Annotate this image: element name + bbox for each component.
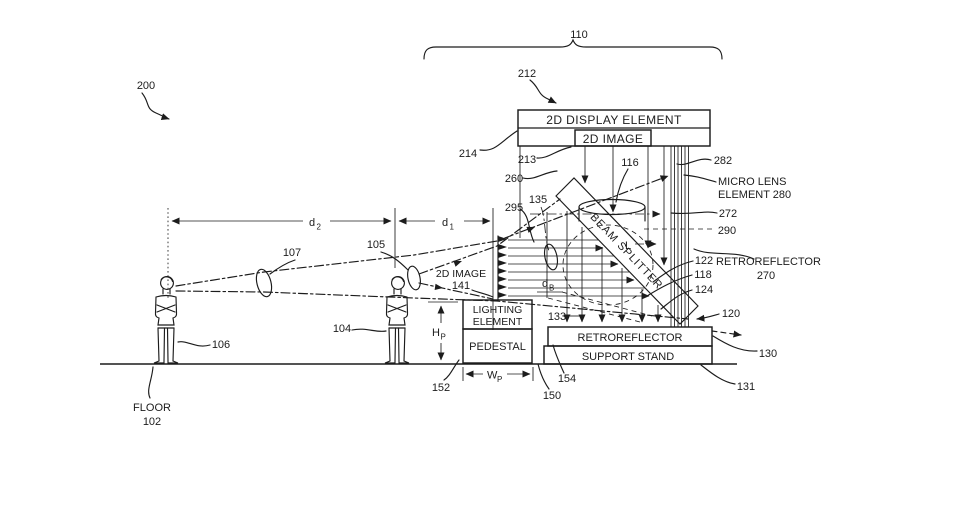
ref-107: 107 — [283, 247, 301, 259]
dim-hp: H — [432, 327, 440, 339]
ray-upper-near-viewer — [419, 199, 560, 274]
floor-ref: 102 — [143, 416, 161, 428]
viewer-crossed-arms — [388, 305, 406, 312]
floating-image-label: 2D IMAGE — [436, 268, 486, 280]
small-lens — [542, 243, 559, 271]
ref-133: 133 — [548, 311, 566, 323]
ref-120-leader — [697, 314, 719, 319]
ref-290: 290 — [718, 225, 736, 237]
lens-top-ellipse — [579, 200, 645, 215]
viewer-torso — [386, 296, 407, 326]
viewer-legs — [389, 328, 405, 361]
ref-104: 104 — [333, 323, 351, 335]
ref-150-leader — [538, 364, 549, 389]
floor-label: FLOOR — [133, 402, 171, 414]
viewer-legs — [158, 328, 174, 361]
ref-295: 295 — [505, 202, 523, 214]
retro-270-label-2: 270 — [757, 270, 775, 282]
stand-assembly: RETROREFLECTOR SUPPORT STAND 120 130 131… — [538, 308, 777, 402]
ref-130-leader — [713, 336, 757, 351]
microlens-column: 282 MICRO LENS ELEMENT 280 272 290 RETRO… — [644, 146, 821, 327]
ref-116: 116 — [621, 157, 639, 169]
ref-131-leader — [701, 365, 735, 384]
ref-152-leader — [444, 360, 459, 380]
ref-124-leader — [661, 290, 692, 309]
dim-hp-sub: P — [441, 333, 446, 342]
dim-d2: d — [309, 217, 315, 229]
ref-141-leader — [472, 290, 493, 297]
display-element-label: 2D DISPLAY ELEMENT — [546, 113, 682, 127]
dim-wp-sub: P — [497, 375, 502, 384]
ref-152: 152 — [432, 382, 450, 394]
dim-db-sub: B — [549, 284, 554, 293]
viewer-crossed-arms — [157, 305, 175, 312]
ref-120: 120 — [722, 308, 740, 320]
ref-135: 135 — [529, 194, 547, 206]
figure-ref-200: 200 — [137, 80, 169, 119]
ref-260: 260 — [505, 173, 523, 185]
assembly-brace: 110 — [424, 29, 722, 59]
micro-lens-label-1: MICRO LENS — [718, 176, 786, 188]
viewer-torso — [155, 296, 176, 326]
ref-150: 150 — [543, 390, 561, 402]
viewer-near — [385, 277, 409, 363]
ref-282-leader — [677, 159, 711, 164]
ref-212: 212 — [518, 68, 536, 80]
display-element: 2D DISPLAY ELEMENT 2D IMAGE 212 214 213 … — [459, 68, 710, 185]
ref-200-arrow — [142, 93, 169, 119]
ref-214: 214 — [459, 148, 477, 160]
dim-d2-sub: 2 — [317, 223, 322, 232]
pedestal-label: PEDESTAL — [469, 341, 526, 353]
viewer-far — [154, 277, 178, 363]
micro-lens-label-2: ELEMENT 280 — [718, 189, 791, 201]
ref-106-leader — [178, 342, 210, 346]
axis-l-label: L — [625, 240, 631, 252]
ref-154-leader — [553, 345, 564, 373]
ref-130: 130 — [759, 348, 777, 360]
ref-105-leader — [381, 252, 408, 270]
ray-output-120 — [712, 331, 741, 335]
lighting-element-label-1: LIGHTING — [473, 304, 523, 316]
support-stand-label: SUPPORT STAND — [582, 351, 674, 363]
retro-270-label-1: RETROREFLECTOR — [716, 256, 821, 268]
viewer-feet — [154, 361, 178, 363]
ref-105: 105 — [367, 239, 385, 251]
lens-116: L 116 295 135 — [505, 146, 656, 305]
ref-106: 106 — [212, 339, 230, 351]
ref-282: 282 — [714, 155, 732, 167]
ref-213-leader — [537, 147, 571, 158]
viewing-rays — [176, 176, 741, 335]
ref-214-leader — [480, 131, 517, 150]
ref-122: 122 — [695, 255, 713, 267]
retroreflector-label: RETROREFLECTOR — [578, 332, 683, 344]
eye-lens-105 — [406, 265, 423, 291]
ref-213: 213 — [518, 154, 536, 166]
dim-d1-sub: 1 — [450, 223, 455, 232]
dim-db: d — [542, 278, 548, 290]
ref-118: 118 — [694, 269, 712, 281]
ref-124: 124 — [695, 284, 713, 296]
ray-upper-far-viewer — [176, 176, 668, 286]
ref-104-leader — [352, 329, 386, 331]
ref-131: 131 — [737, 381, 755, 393]
pedestal-assembly: LIGHTING ELEMENT PEDESTAL 152 — [432, 300, 532, 394]
floor: FLOOR 102 — [100, 364, 737, 428]
ref-154: 154 — [558, 373, 576, 385]
viewer-feet — [385, 361, 409, 363]
floor-leader — [149, 367, 153, 398]
lighting-element-label-2: ELEMENT — [473, 316, 523, 328]
ref-200: 200 — [137, 80, 155, 92]
ref-260-leader — [523, 171, 557, 179]
ray-arrowhead — [526, 224, 536, 233]
dim-d1: d — [442, 217, 448, 229]
ref-116-leader — [616, 169, 628, 202]
display-image-label: 2D IMAGE — [583, 132, 644, 146]
ref-107-leader — [270, 260, 295, 274]
ref-272: 272 — [719, 208, 737, 220]
ref-141: 141 — [452, 280, 470, 292]
ref-212-arrow — [530, 80, 556, 103]
